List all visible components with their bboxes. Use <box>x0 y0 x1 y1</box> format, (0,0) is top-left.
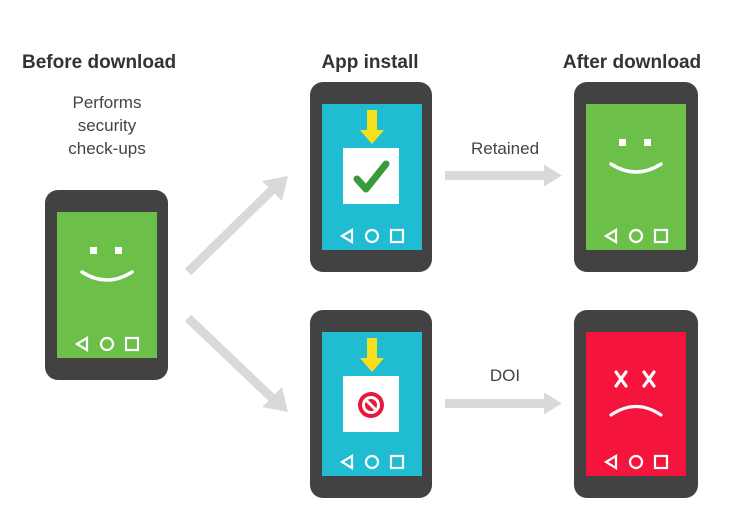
arrow-to-doi-icon <box>184 314 288 412</box>
description-line-1: Performs <box>73 93 142 112</box>
phone-after-retained <box>574 82 698 272</box>
phone-install-doi <box>310 310 432 498</box>
sad-face-icon <box>609 370 663 417</box>
phone-before-download <box>45 190 168 380</box>
checkmark-icon <box>353 160 390 193</box>
label-doi: DOI <box>490 366 520 385</box>
arrow-doi-icon <box>445 392 562 415</box>
heading-app-install: App install <box>321 52 418 73</box>
blocked-icon <box>358 392 384 418</box>
description-line-3: check-ups <box>68 139 145 158</box>
arrows <box>184 164 562 415</box>
download-arrow-icon <box>360 338 384 372</box>
download-arrow-icon <box>360 110 384 144</box>
heading-before-download: Before download <box>22 52 176 73</box>
description-line-2: security <box>78 116 137 135</box>
smiley-face-icon <box>80 247 134 282</box>
arrow-retained-icon <box>445 164 562 187</box>
phone-after-doi <box>574 310 698 498</box>
phone-install-retained <box>310 82 432 272</box>
smiley-face-icon <box>609 139 663 174</box>
label-retained: Retained <box>471 139 539 158</box>
heading-after-download: After download <box>563 52 701 73</box>
arrow-to-retained-icon <box>184 176 288 276</box>
